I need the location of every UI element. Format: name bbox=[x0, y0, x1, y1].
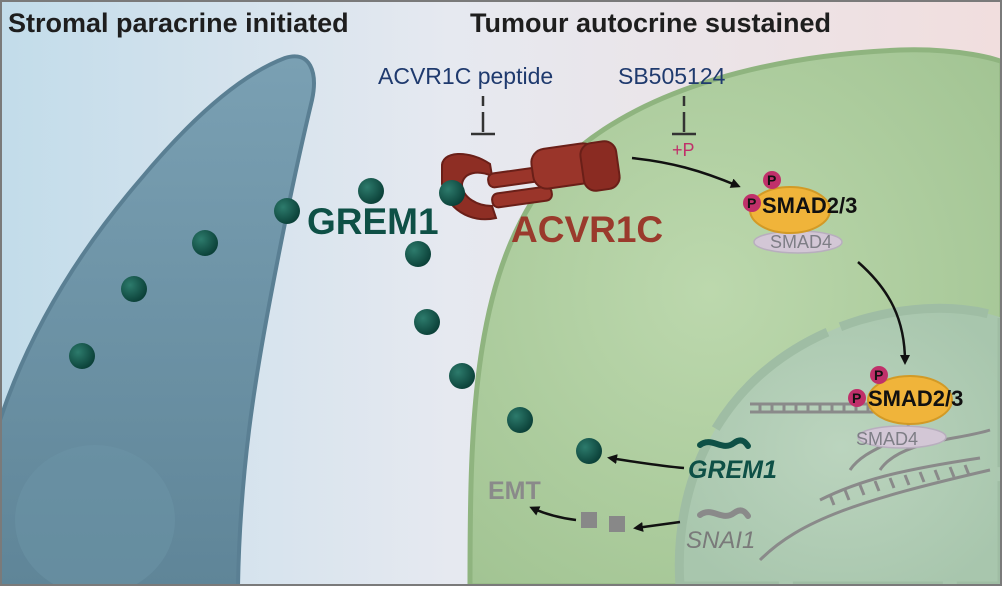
arrow-receptor-to-smad bbox=[631, 156, 741, 188]
grem1-protein-label: GREM1 bbox=[307, 201, 439, 242]
emt-label: EMT bbox=[488, 477, 541, 505]
snai1-gene-label: SNAI1 bbox=[686, 527, 755, 554]
phospho-mark: P bbox=[747, 195, 756, 211]
phospho-label: +P bbox=[672, 140, 695, 160]
grem1-ligand-dot bbox=[405, 241, 431, 267]
smad23-shape bbox=[867, 375, 953, 425]
grem1-ligand-dot bbox=[69, 343, 95, 369]
smad4-label: SMAD4 bbox=[770, 232, 832, 252]
grem1-ligand-dot bbox=[507, 407, 533, 433]
smad4-label: SMAD4 bbox=[856, 429, 918, 449]
grem1-ligand-dot bbox=[192, 230, 218, 256]
arrow-smad-to-nucleus bbox=[857, 261, 910, 365]
phospho-dot bbox=[848, 389, 866, 407]
stromal-cell bbox=[0, 54, 316, 591]
phospho-dot bbox=[743, 194, 761, 212]
snai1-protein bbox=[581, 512, 597, 528]
peptide-inhibition-symbol bbox=[471, 96, 495, 136]
phospho-mark: P bbox=[874, 367, 883, 383]
smad4-shape bbox=[857, 425, 947, 449]
stromal-nucleus bbox=[15, 445, 175, 591]
grem1-ligand-dot bbox=[439, 180, 465, 206]
grem1-gene-label: GREM1 bbox=[688, 456, 777, 484]
grem1-ligand-dot bbox=[449, 363, 475, 389]
snai1-mrna bbox=[697, 507, 751, 519]
arrow-grem1-secretion bbox=[607, 454, 685, 470]
sb505124-inhibition-symbol bbox=[672, 96, 696, 136]
grem1-ligand-dot bbox=[414, 309, 440, 335]
phospho-mark: P bbox=[852, 390, 861, 406]
inhibitor-acvr1c-peptide: ACVR1C peptide bbox=[378, 63, 553, 89]
arrow-snai1-translation bbox=[633, 520, 681, 532]
grem1-ligand-dot bbox=[121, 276, 147, 302]
smad-complex-nucleus: P P SMAD2/3 SMAD4 bbox=[848, 366, 963, 449]
grem1-ligands bbox=[69, 178, 602, 464]
arrow-to-emt bbox=[529, 506, 577, 522]
grem1-ligand-dot bbox=[358, 178, 384, 204]
phospho-mark: P bbox=[767, 172, 776, 188]
smad23-label: SMAD2/3 bbox=[868, 386, 963, 411]
grem1-ligand-dot bbox=[576, 438, 602, 464]
phospho-dot bbox=[763, 171, 781, 189]
acvr1c-receptor bbox=[440, 140, 621, 221]
phospho-dot bbox=[870, 366, 888, 384]
acvr1c-label: ACVR1C bbox=[511, 209, 663, 250]
snai1-protein bbox=[609, 516, 625, 532]
smad-complex-cytoplasm: P P SMAD2/3 SMAD4 bbox=[743, 171, 857, 254]
header-left: Stromal paracrine initiated bbox=[8, 8, 349, 38]
grem1-ligand-dot bbox=[274, 198, 300, 224]
grem1-mrna bbox=[697, 437, 751, 449]
smad23-label: SMAD2/3 bbox=[762, 193, 857, 218]
header-right: Tumour autocrine sustained bbox=[470, 8, 831, 38]
inhibitor-sb505124: SB505124 bbox=[618, 63, 726, 89]
